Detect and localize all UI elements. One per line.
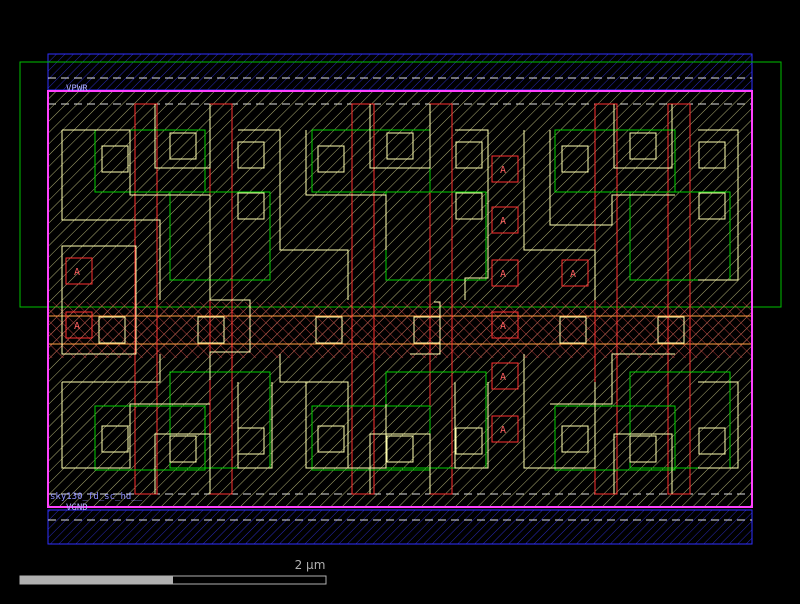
cell-name-label: sky130_fd_sc_hd__ xyxy=(50,492,143,502)
pin-label-a-8: A xyxy=(500,425,506,436)
cell-body xyxy=(48,91,752,507)
contacts xyxy=(98,132,726,463)
pin-label-a-5: A xyxy=(500,269,506,280)
poly-band xyxy=(48,302,752,358)
top-power-rail xyxy=(47,53,753,91)
scale-bar-fill xyxy=(20,576,173,584)
vgnd-label: VGND xyxy=(66,503,88,513)
pin-label-a-4: A xyxy=(500,216,506,227)
bottom-power-rail xyxy=(47,509,753,545)
metal1-shapes xyxy=(61,104,739,494)
pin-label-a-1: A xyxy=(74,267,80,278)
diff-regions xyxy=(94,129,731,471)
pin-label-a-6: A xyxy=(500,321,506,332)
pin-label-a-2: A xyxy=(74,321,80,332)
vpwr-label: VPWR xyxy=(66,84,88,94)
poly-contacts xyxy=(65,155,589,443)
pin-label-a-3: A xyxy=(500,165,506,176)
cell-boundary[interactable] xyxy=(47,90,753,508)
scale-bar-label: 2 µm xyxy=(294,558,326,572)
pin-label-a-9: A xyxy=(570,269,576,280)
pin-labels: A A A A A A A A A xyxy=(74,165,576,436)
pin-label-a-7: A xyxy=(500,372,506,383)
